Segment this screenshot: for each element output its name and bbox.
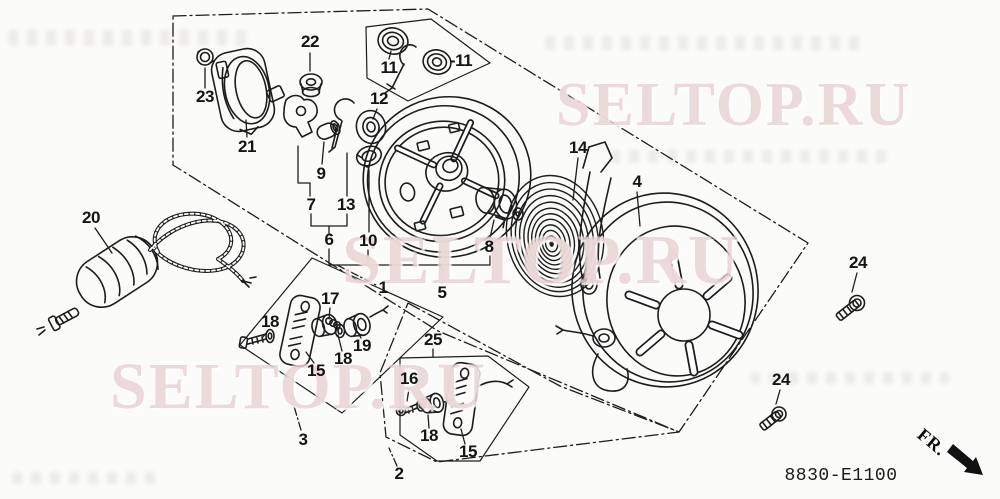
callout-11-4: -11 [449,51,473,70]
scan-artifact [12,472,162,484]
assembly-boundary [172,8,809,463]
part-13-spring-clip [328,98,355,153]
front-direction-arrow [947,444,983,475]
scan-artifact [8,30,248,46]
watermark: SELTOP.RU [110,350,487,423]
callout-19-19: 19 [353,336,371,355]
watermark: SELTOP.RU [556,71,912,139]
callout-24-28: 24 [849,253,867,272]
callout-15-26: 15 [459,442,477,461]
callout-1-15: 1 [378,278,388,297]
part-23-nut [196,48,214,66]
callout-6-9: 6 [324,230,334,249]
part-11-washer-right [422,49,452,75]
part-11-clip [384,44,417,94]
part-14-spiral-spring [494,174,605,298]
watermark: SELTOP.RU [342,222,741,299]
callout-21-1: 21 [238,137,256,156]
callout-25-23: 25 [424,330,442,349]
part-4-starter-case [555,141,759,392]
callout-18-25: 18 [420,426,438,445]
callout-3-22: 3 [298,430,308,449]
callout-24-29: 24 [772,370,790,389]
scan-artifact [545,36,865,50]
callout-14-12: 14 [569,138,587,157]
part-21-ratchet-cover [210,47,276,136]
callout-10-10: 10 [359,231,377,250]
callout-9-6: 9 [316,164,326,183]
callout-13-8: 13 [337,195,355,214]
part-11-washer-left [377,27,409,55]
callout-20-14: 20 [82,208,100,227]
group-25-grip-assembly [395,361,514,437]
scan-artifact [750,372,950,384]
scan-artifact [610,150,890,163]
callout-8-11: 8 [484,237,494,256]
part-24-bolt-lower [759,406,787,431]
part-20-starter-grip [36,211,257,336]
callout-11-3: 11 [380,58,398,77]
part-24-bolt-upper [835,294,866,321]
callout-16-24: 16 [400,369,418,388]
callout-7-7: 7 [306,195,316,214]
callout-23-0: 23 [196,87,214,106]
callout-12-5: 12 [370,89,388,108]
callout-5-16: 5 [437,283,447,302]
callout-2-27: 2 [394,464,404,483]
callout-18-18: 18 [261,312,279,331]
callout-17-17: 17 [321,289,339,308]
diagram-code: 8830-E1100 [784,466,898,486]
callout-18-20: 18 [334,349,352,368]
leader-lines [94,50,858,467]
part-22-friction-nut [299,73,323,98]
part-7-pawl [265,85,318,138]
callout-4-13: 4 [632,172,642,191]
group-3-grip-assembly [238,294,389,368]
callout-15-21: 15 [307,361,325,380]
callout-22-2: 22 [301,32,319,51]
